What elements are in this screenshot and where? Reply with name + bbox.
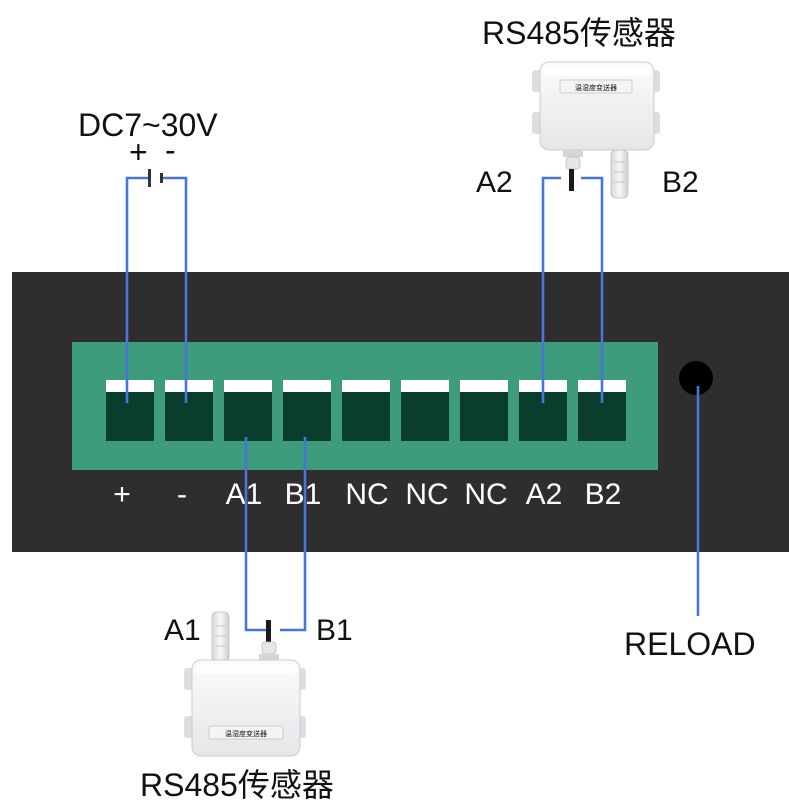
terminal-slot-nc-2[interactable] (401, 380, 449, 441)
terminal-label-nc-2: NC (405, 478, 448, 511)
wire-a2 (541, 176, 561, 403)
wire-power-minus (163, 176, 188, 403)
wire-b2 (581, 176, 604, 403)
sensor-top-a-label: A2 (476, 166, 513, 199)
terminal-slots (106, 380, 626, 441)
sensor-top-title: RS485传感器 (482, 15, 676, 51)
sensor-top-probe-icon (610, 149, 629, 199)
sensor-top: RS485传感器 温湿度变送器 A2 B2 (476, 15, 699, 199)
sensor-bottom-b-label: B1 (316, 614, 353, 647)
sensor-bottom-probe-icon (211, 611, 230, 663)
sensor-bottom-cable-icon (266, 620, 271, 642)
reload-label: RELOAD (624, 626, 756, 662)
sensor-top-plate (559, 79, 633, 94)
terminal-label-a2: A2 (526, 478, 563, 511)
terminal-label-nc-1: NC (345, 478, 388, 511)
terminal-label-minus: - (177, 478, 187, 511)
terminal-slot-a1[interactable] (224, 380, 272, 441)
power-label: DC7~30V (78, 107, 218, 143)
sensor-bottom-plate-text: 温湿度变送器 (225, 729, 267, 738)
sensor-bottom: 温湿度变送器 A1 B1 RS485传感器 (140, 611, 353, 803)
terminal-label-b1: B1 (285, 478, 322, 511)
terminal-slot-minus[interactable] (165, 380, 213, 441)
sensor-bottom-body (191, 659, 301, 757)
terminal-label-b2: B2 (585, 478, 622, 511)
sensor-bottom-plate (208, 725, 284, 740)
terminal-label-a1: A1 (226, 478, 263, 511)
reload-button[interactable] (679, 361, 713, 395)
sensor-top-cable-icon (569, 169, 574, 191)
battery-plate-long-icon (148, 169, 151, 187)
terminal-slot-nc-3[interactable] (460, 380, 508, 441)
power-minus-label: - (165, 132, 176, 168)
sensor-bottom-title: RS485传感器 (140, 767, 334, 803)
wire-power-plus (125, 176, 149, 403)
terminal-slot-nc-1[interactable] (342, 380, 390, 441)
power-source: DC7~30V + - (78, 107, 218, 187)
wires (125, 176, 700, 632)
sensor-top-b-label: B2 (662, 166, 699, 199)
terminal-slot-plus[interactable] (106, 380, 154, 441)
terminal-label-nc-3: NC (464, 478, 507, 511)
sensor-top-plate-text: 温湿度变送器 (575, 83, 617, 92)
wire-a1 (244, 437, 267, 632)
terminal-labels: + - A1 B1 NC NC NC A2 B2 (113, 478, 621, 511)
terminal-slot-b1[interactable] (283, 380, 331, 441)
sensor-bottom-a-label: A1 (164, 614, 201, 647)
terminal-label-plus: + (113, 478, 131, 511)
battery-plate-short-icon (160, 173, 163, 183)
power-plus-label: + (129, 134, 148, 170)
wire-b1 (280, 437, 307, 632)
